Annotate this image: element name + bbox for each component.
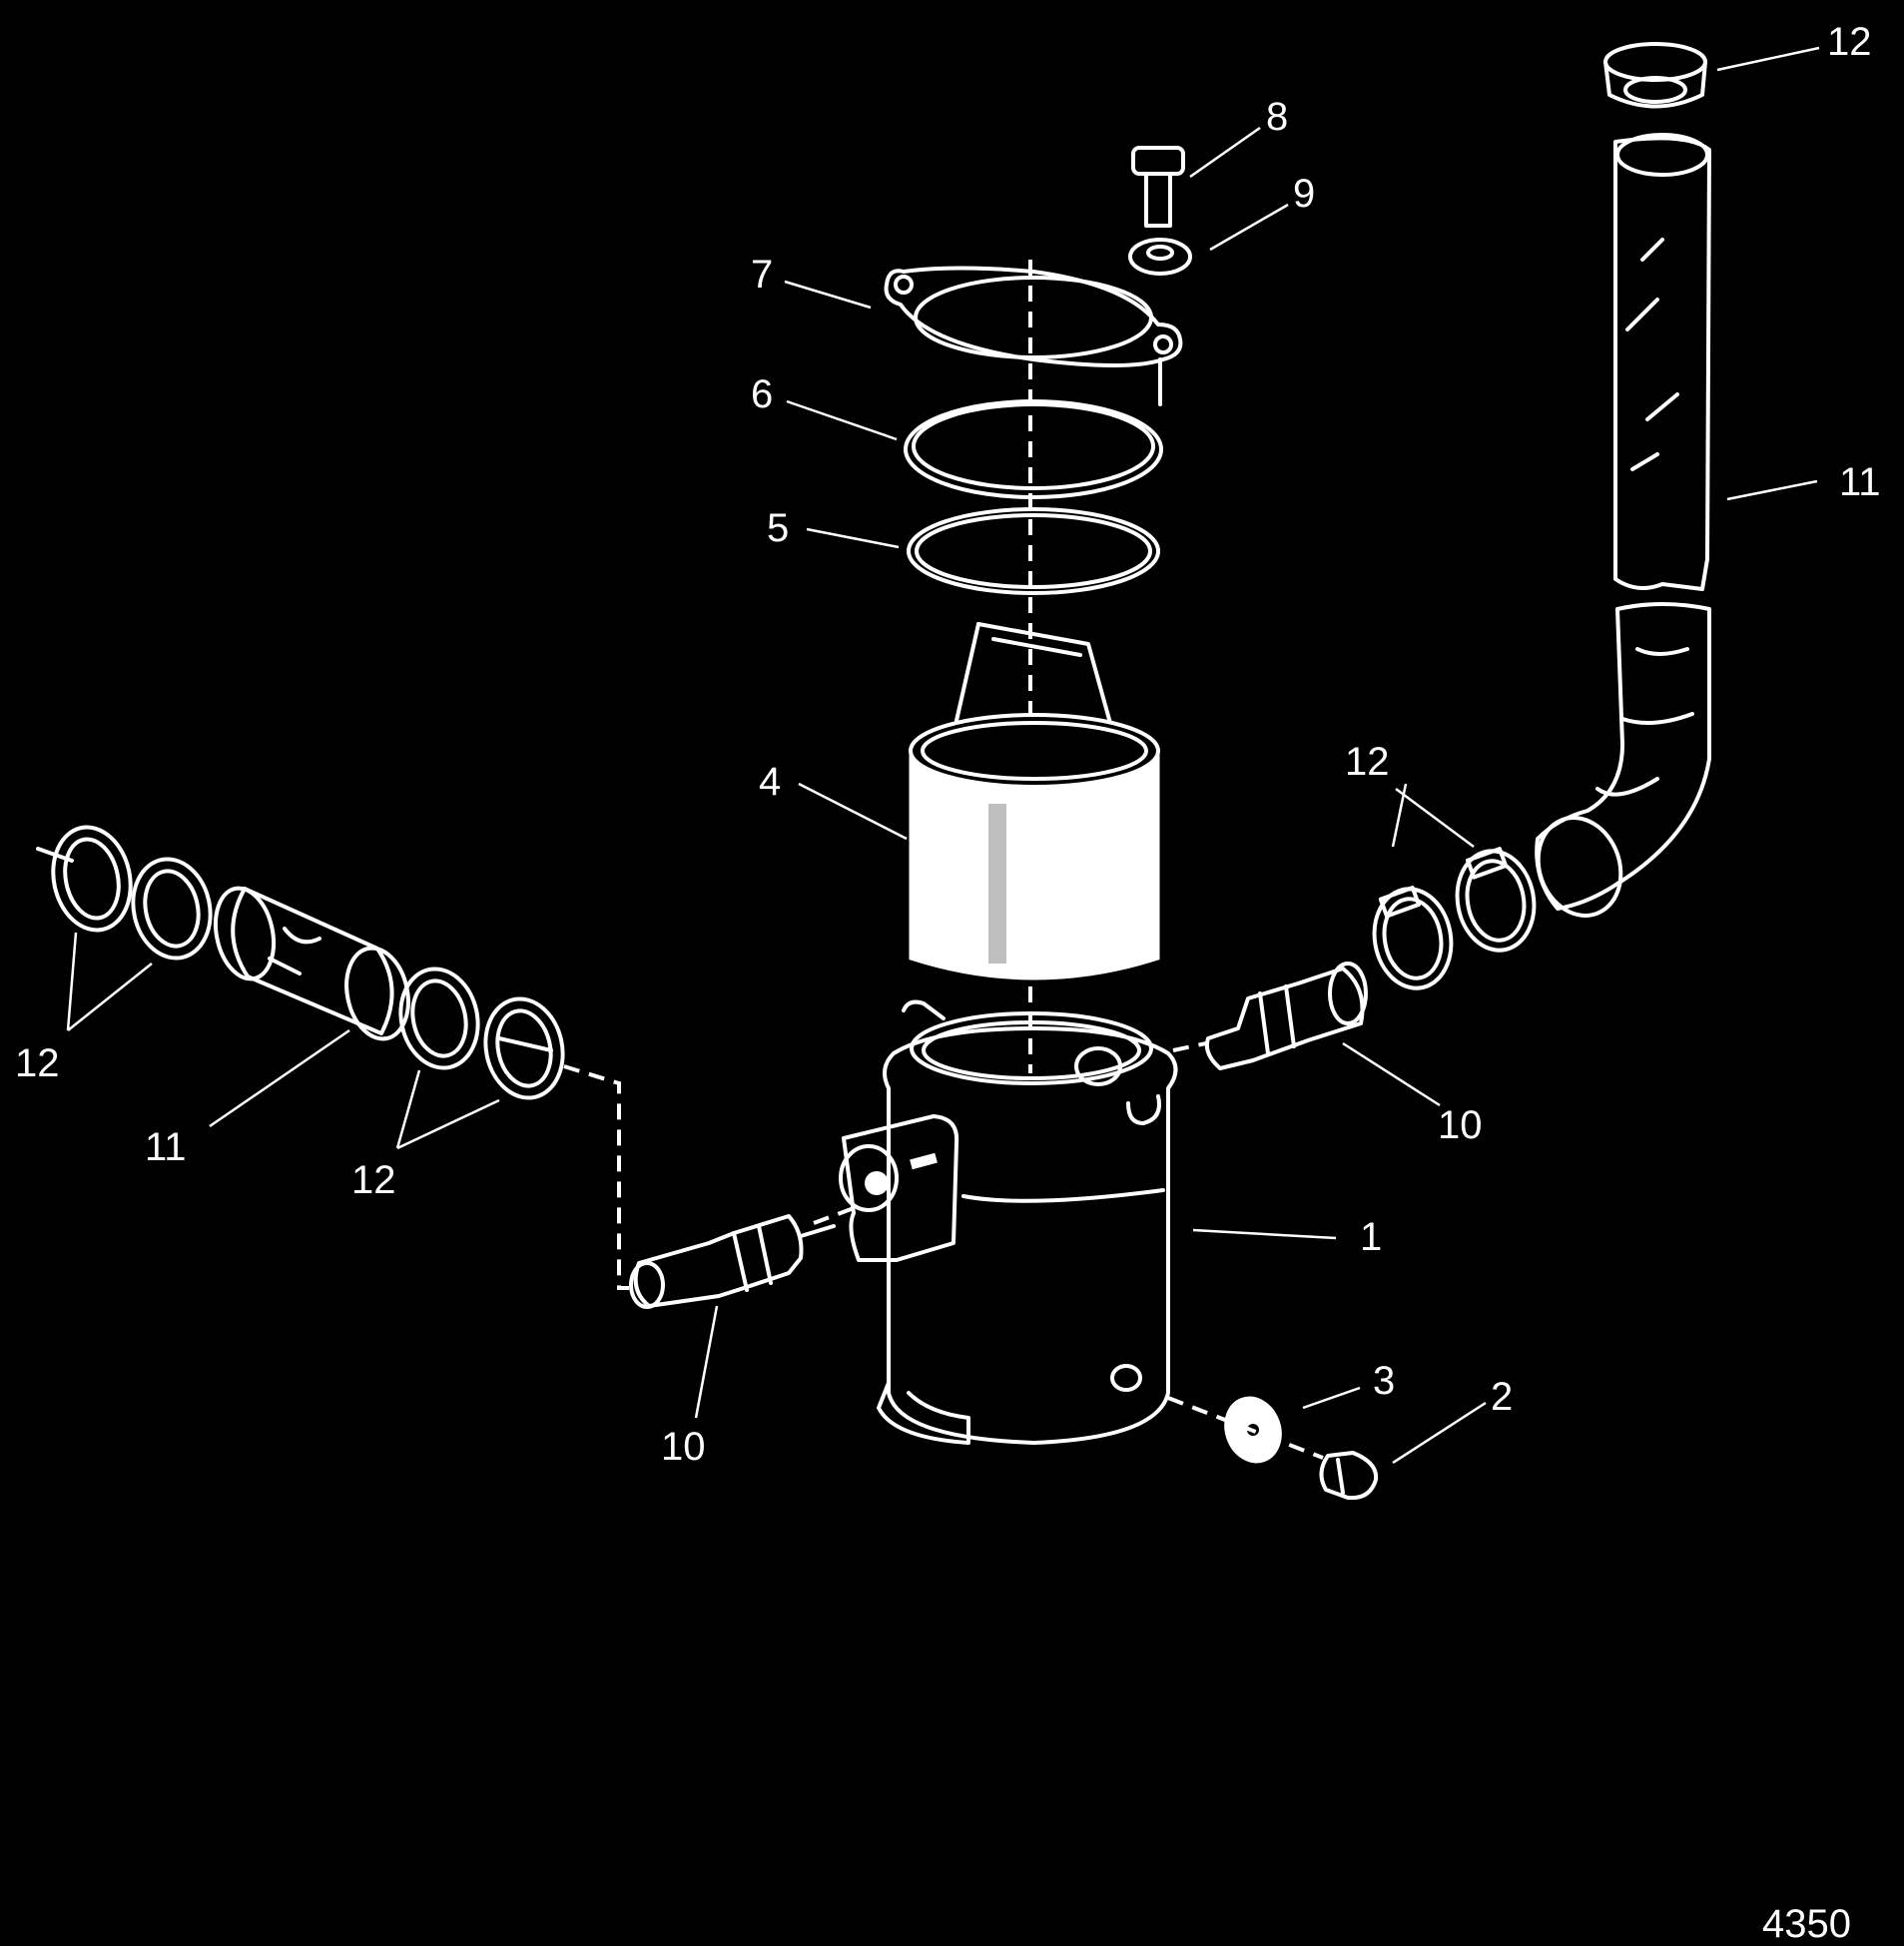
part-11-hose-left [213, 886, 410, 1041]
part-12-clamps-right [1372, 847, 1537, 990]
callout-9: 9 [1293, 172, 1315, 216]
figure-number: 4350 [1762, 1902, 1851, 1946]
callout-10-right: 10 [1438, 1103, 1483, 1147]
callout-12-top-right: 12 [1827, 20, 1872, 64]
callout-12-left-inner: 12 [351, 1158, 396, 1202]
callout-12-right-clamps: 12 [1345, 740, 1390, 784]
part-7-cover-ring [884, 266, 1183, 406]
leader-lines [66, 46, 1820, 1465]
part-9-washer [1128, 238, 1192, 276]
callout-1: 1 [1360, 1215, 1382, 1259]
part-11-hose-right [1535, 133, 1711, 918]
part-5-o-ring [907, 507, 1160, 595]
part-8-bolt [1131, 146, 1185, 228]
left-dashed-connector [563, 1064, 629, 1290]
callout-6: 6 [751, 372, 773, 416]
callout-8: 8 [1266, 95, 1288, 139]
part-6-seal [904, 399, 1163, 499]
callout-7: 7 [751, 253, 773, 297]
callout-5: 5 [767, 506, 789, 550]
part-12-clamps-left-outer [36, 825, 213, 961]
callout-10-left: 10 [661, 1425, 706, 1469]
part-10-fitting-left [629, 1206, 855, 1309]
callout-12-left-outer: 12 [15, 1041, 60, 1085]
callout-labels: 1 2 3 4 5 6 7 8 9 10 10 11 11 12 12 12 1… [15, 20, 1881, 1469]
callout-3: 3 [1373, 1359, 1395, 1403]
part-12-clamps-left-inner [398, 967, 565, 1100]
part-1-housing [839, 999, 1178, 1445]
drain-dashed-axis [1167, 1396, 1324, 1460]
part-2-drain-plug [1319, 1451, 1379, 1501]
callout-11-left: 11 [145, 1125, 187, 1169]
callout-11-right: 11 [1839, 460, 1881, 504]
part-10-fitting-right [1172, 962, 1368, 1070]
part-12-clamp-top [1603, 42, 1707, 109]
callout-4: 4 [759, 760, 781, 804]
part-4-strainer-basket [909, 622, 1160, 980]
callout-2: 2 [1491, 1375, 1513, 1419]
